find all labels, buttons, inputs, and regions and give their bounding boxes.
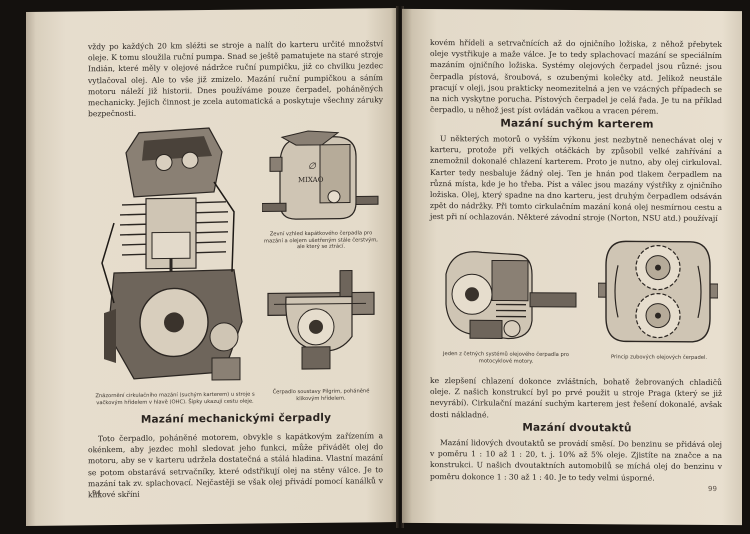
engine-cutaway-illustration <box>101 127 243 381</box>
svg-text:∅: ∅ <box>308 162 317 172</box>
gear-pump-illustration <box>598 240 718 343</box>
left-page-number: 94 <box>92 489 101 498</box>
heading-two-stroke: Mazání dvoutaktů <box>522 421 632 435</box>
right-page: kovém hřídeli a setrvačnících až do ojni… <box>402 8 742 526</box>
right-page-number: 99 <box>708 484 717 494</box>
right-paragraph-3: ke zlepšení chlazení dokonce zvláštních,… <box>430 376 722 420</box>
caption-oil-pump: Jeden z četných systémů olejového čerpad… <box>443 351 569 365</box>
book-gutter <box>396 6 404 528</box>
left-page: vždy po každých 20 km sléžti se stroje a… <box>26 8 398 526</box>
oil-pump-illustration <box>445 251 577 340</box>
right-paragraph-1: kovém hřídeli a setrvačnících až do ojni… <box>430 38 722 116</box>
right-paragraph-4: Mazání lidových dvoutaktů se provádí smě… <box>430 438 722 483</box>
right-paragraph-2: U některých motorů o vyšším výkonu jest … <box>430 134 722 224</box>
pump-external-illustration: MIXAO ∅ <box>262 130 379 220</box>
heading-dry-sump: Mazání suchým karterem <box>500 117 654 131</box>
caption-pump: Zevní vzhled kapátkového čerpadla pro ma… <box>264 230 378 251</box>
caption-engine: Znázornění cirkulačního mazání (suchým k… <box>95 391 255 406</box>
left-paragraph-1: vždy po každých 20 km sléžti se stroje a… <box>88 39 383 119</box>
pump-label: MIXAO <box>298 176 324 184</box>
caption-pilgrim-pump: Čerpadlo soustavy Pilgrim, poháněné klik… <box>272 388 370 402</box>
left-paragraph-2: Toto čerpadlo, poháněné motorem, obvykle… <box>88 431 383 500</box>
pilgrim-pump-illustration <box>267 270 375 370</box>
heading-mechanical-pumps: Mazání mechanickými čerpadly <box>140 411 332 426</box>
caption-gear-pump: Princip zubových olejových čerpadel. <box>610 354 708 361</box>
